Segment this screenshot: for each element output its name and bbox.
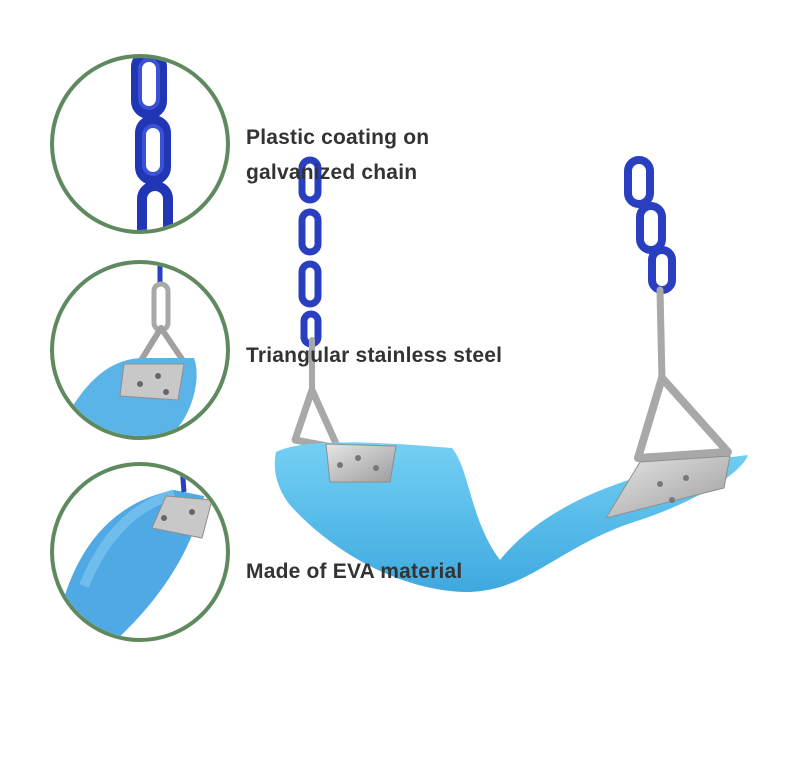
- triangle-detail-circle: [50, 260, 230, 440]
- chain-icon: [131, 58, 173, 230]
- callout-triangle-line1: Triangular stainless steel: [246, 344, 503, 367]
- left-plate: [325, 443, 397, 483]
- right-plate: [604, 455, 731, 519]
- right-triangle: [634, 374, 732, 462]
- callout-triangle: Triangular stainless steel: [246, 338, 502, 373]
- left-triangle: [291, 386, 342, 452]
- callout-seat-line1: Made of EVA material: [246, 560, 463, 583]
- right-chain: [624, 156, 676, 294]
- callout-seat: Made of EVA material: [246, 554, 462, 589]
- callout-chain: Plastic coating on galvanized chain: [246, 120, 429, 190]
- triangle-bracket-icon: [74, 264, 197, 436]
- seat-detail-circle: [50, 462, 230, 642]
- right-snap-hook: [656, 286, 666, 384]
- callout-chain-line2: galvanized chain: [246, 161, 418, 184]
- chain-detail-circle: [50, 54, 230, 234]
- seat-icon: [54, 466, 213, 638]
- callout-chain-line1: Plastic coating on: [246, 126, 430, 149]
